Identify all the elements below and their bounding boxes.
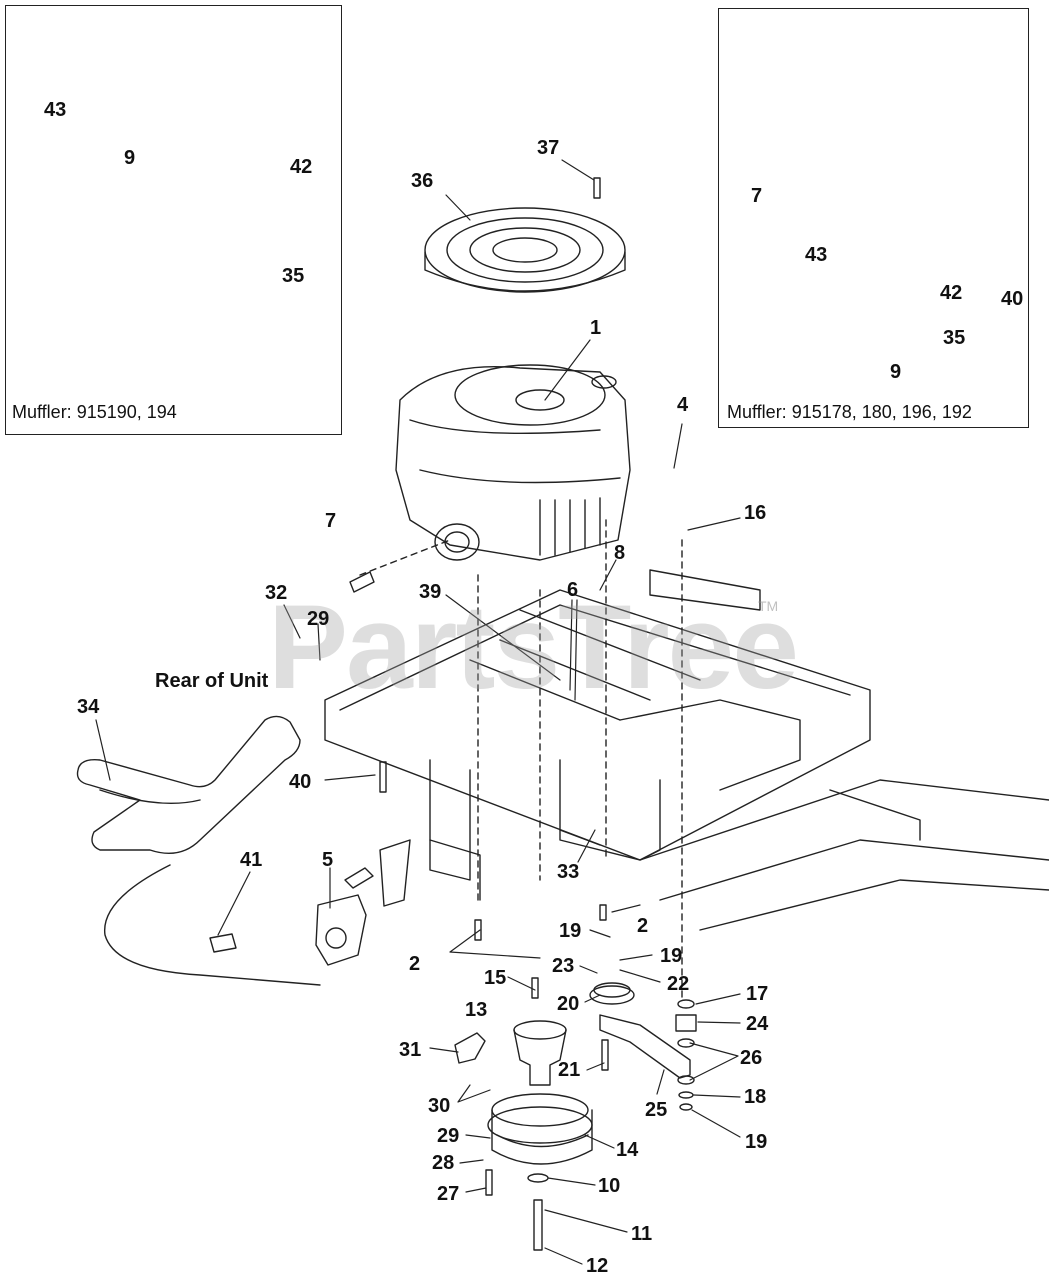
rear-of-unit-label: Rear of Unit <box>155 670 269 692</box>
callout-13: 13 <box>465 999 488 1021</box>
callout-9-right: 9 <box>890 361 902 383</box>
callout-29-bottom: 29 <box>437 1125 460 1147</box>
left-inset-caption: Muffler: 915190, 194 <box>12 402 177 422</box>
watermark-trademark: TM <box>758 598 779 614</box>
callout-39: 39 <box>419 581 442 603</box>
callout-30: 30 <box>428 1095 451 1117</box>
callout-2-right: 2 <box>637 915 649 937</box>
left-inset-frame <box>5 5 342 435</box>
callout-37: 37 <box>537 137 560 159</box>
right-inset-frame <box>718 8 1029 428</box>
callout-19-b: 19 <box>660 945 683 967</box>
callout-35-right: 35 <box>943 327 966 349</box>
callout-27: 27 <box>437 1183 460 1205</box>
callout-43-left: 43 <box>44 99 67 121</box>
callout-42-left: 42 <box>290 156 313 178</box>
callout-40-main: 40 <box>289 771 312 793</box>
callout-32: 32 <box>265 582 288 604</box>
callout-24: 24 <box>746 1013 769 1035</box>
callout-25: 25 <box>645 1099 668 1121</box>
callout-29-top: 29 <box>307 608 330 630</box>
callout-41: 41 <box>240 849 263 871</box>
callout-22: 22 <box>667 973 690 995</box>
callout-16: 16 <box>744 502 767 524</box>
clutch-drawing <box>209 571 697 1251</box>
leader-lines <box>56 112 987 1265</box>
callout-36: 36 <box>411 170 434 192</box>
callout-40-right: 40 <box>1001 288 1024 310</box>
callout-15: 15 <box>484 967 507 989</box>
callout-21: 21 <box>558 1059 581 1081</box>
watermark: PartsTree <box>268 580 799 714</box>
callout-7-main: 7 <box>325 510 337 532</box>
callout-5: 5 <box>322 849 334 871</box>
callout-35-left: 35 <box>282 265 305 287</box>
callout-26: 26 <box>740 1047 763 1069</box>
callout-34: 34 <box>77 696 100 718</box>
callout-19-c: 19 <box>745 1131 768 1153</box>
callout-18: 18 <box>744 1086 767 1108</box>
callout-42-right: 42 <box>940 282 963 304</box>
engine-drawing <box>395 177 631 561</box>
callout-23: 23 <box>552 955 575 977</box>
callout-14: 14 <box>616 1139 639 1161</box>
callout-8: 8 <box>614 542 626 564</box>
callout-17: 17 <box>746 983 769 1005</box>
frame-drawing <box>324 519 1049 1001</box>
right-inset-caption: Muffler: 915178, 180, 196, 192 <box>727 402 972 422</box>
callout-6: 6 <box>567 579 579 601</box>
callout-1: 1 <box>590 317 602 339</box>
belt-drawing <box>76 715 321 986</box>
callout-19-a: 19 <box>559 920 582 942</box>
callout-10: 10 <box>598 1175 621 1197</box>
callout-33: 33 <box>557 861 580 883</box>
callout-7-right: 7 <box>751 185 763 207</box>
callout-4: 4 <box>677 394 689 416</box>
callout-28: 28 <box>432 1152 455 1174</box>
callout-11: 11 <box>631 1223 653 1245</box>
callout-43-right: 43 <box>805 244 828 266</box>
callout-12: 12 <box>586 1255 609 1277</box>
callout-9-left: 9 <box>124 147 136 169</box>
callout-2-left: 2 <box>409 953 421 975</box>
callout-31: 31 <box>399 1039 422 1061</box>
callout-20: 20 <box>557 993 580 1015</box>
